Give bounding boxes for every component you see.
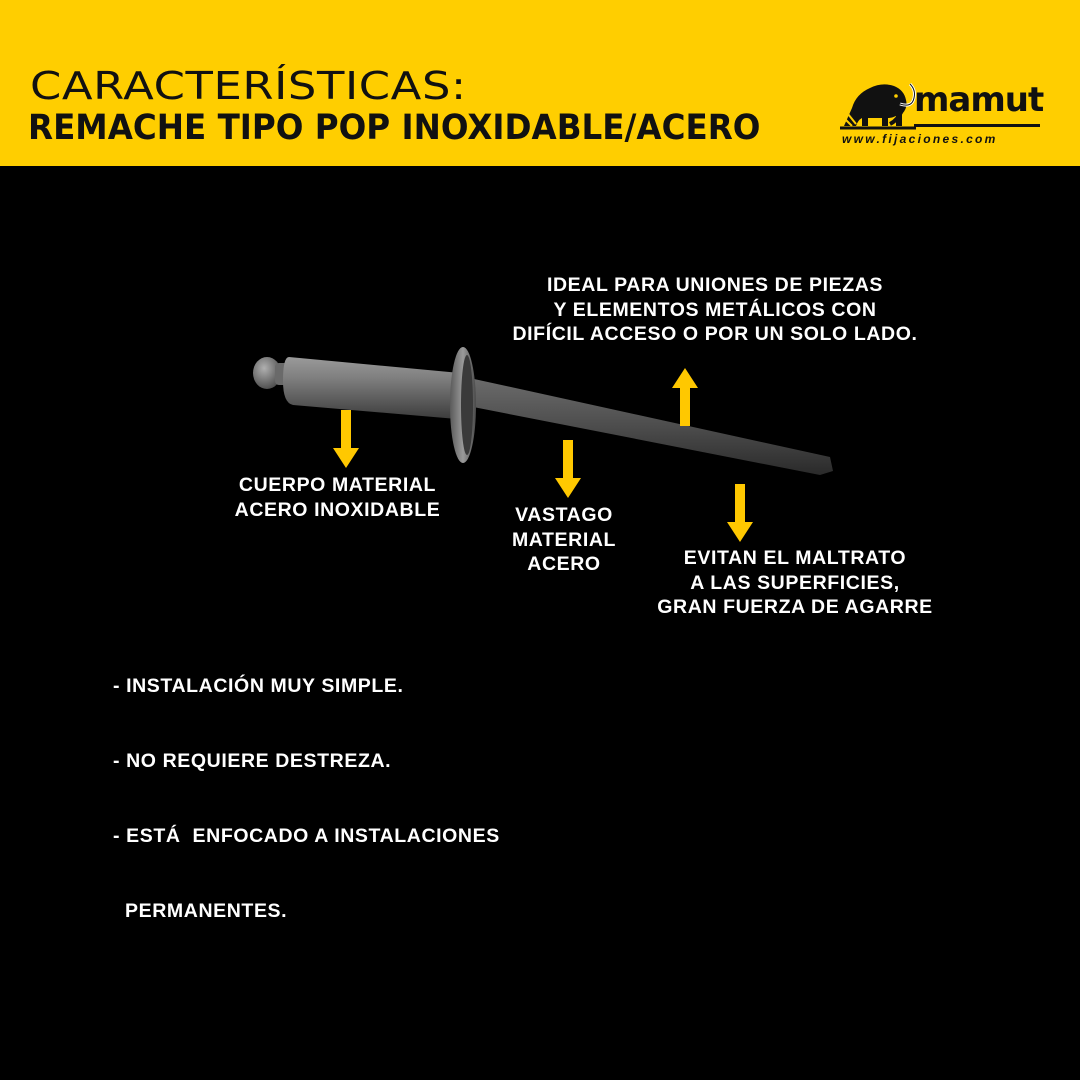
callout-line: EVITAN EL MALTRATO [683, 547, 907, 569]
callout-line: IDEAL PARA UNIONES DE PIEZAS [546, 274, 884, 296]
list-item: - ESTÁ ENFOCADO A INSTALACIONES [113, 825, 500, 847]
callout-line: GRAN FUERZA DE AGARRE [657, 596, 933, 618]
list-item: PERMANENTES. [113, 900, 288, 922]
callout-line: ACERO [527, 553, 601, 575]
callout-mandrel-material: VASTAGO MATERIAL ACERO [494, 503, 634, 577]
callout-grip-strength: EVITAN EL MALTRATO A LAS SUPERFICIES, GR… [630, 546, 960, 620]
title-characteristics: CARACTERÍSTICAS: [30, 64, 467, 108]
rivet-icon [253, 347, 833, 475]
brand-name: mamut [914, 80, 1044, 120]
list-item: - INSTALACIÓN MUY SIMPLE. [113, 675, 404, 697]
arrow-up-icon [672, 368, 698, 426]
header-banner: CARACTERÍSTICAS: REMACHE TIPO POP INOXID… [0, 0, 1080, 166]
list-item: - NO REQUIERE DESTREZA. [113, 750, 392, 772]
arrow-down-icon [333, 410, 359, 468]
logo-underline [914, 124, 1040, 127]
arrow-down-icon [555, 440, 581, 498]
title-product: REMACHE TIPO POP INOXIDABLE/ACERO [28, 108, 761, 148]
feature-list: - INSTALACIÓN MUY SIMPLE. - NO REQUIERE … [113, 624, 500, 974]
brand-url: www.fijaciones.com [842, 132, 998, 146]
mammoth-icon [840, 82, 916, 130]
callout-line: A LAS SUPERFICIES, [690, 571, 900, 594]
callout-line: Y ELEMENTOS METÁLICOS CON [553, 298, 877, 321]
callout-line: DIFÍCIL ACCESO O POR UN SOLO LADO. [512, 323, 918, 345]
callout-line: CUERPO MATERIAL [238, 474, 437, 496]
arrow-down-icon [727, 484, 753, 542]
callout-line: VASTAGO [515, 504, 613, 526]
callout-application: IDEAL PARA UNIONES DE PIEZAS Y ELEMENTOS… [490, 273, 940, 347]
callout-line: ACERO INOXIDABLE [234, 498, 441, 521]
callout-body-material: CUERPO MATERIAL ACERO INOXIDABLE [215, 473, 460, 522]
callout-line: MATERIAL [511, 528, 617, 551]
brand-logo: mamut www.fijaciones.com [838, 72, 1044, 154]
